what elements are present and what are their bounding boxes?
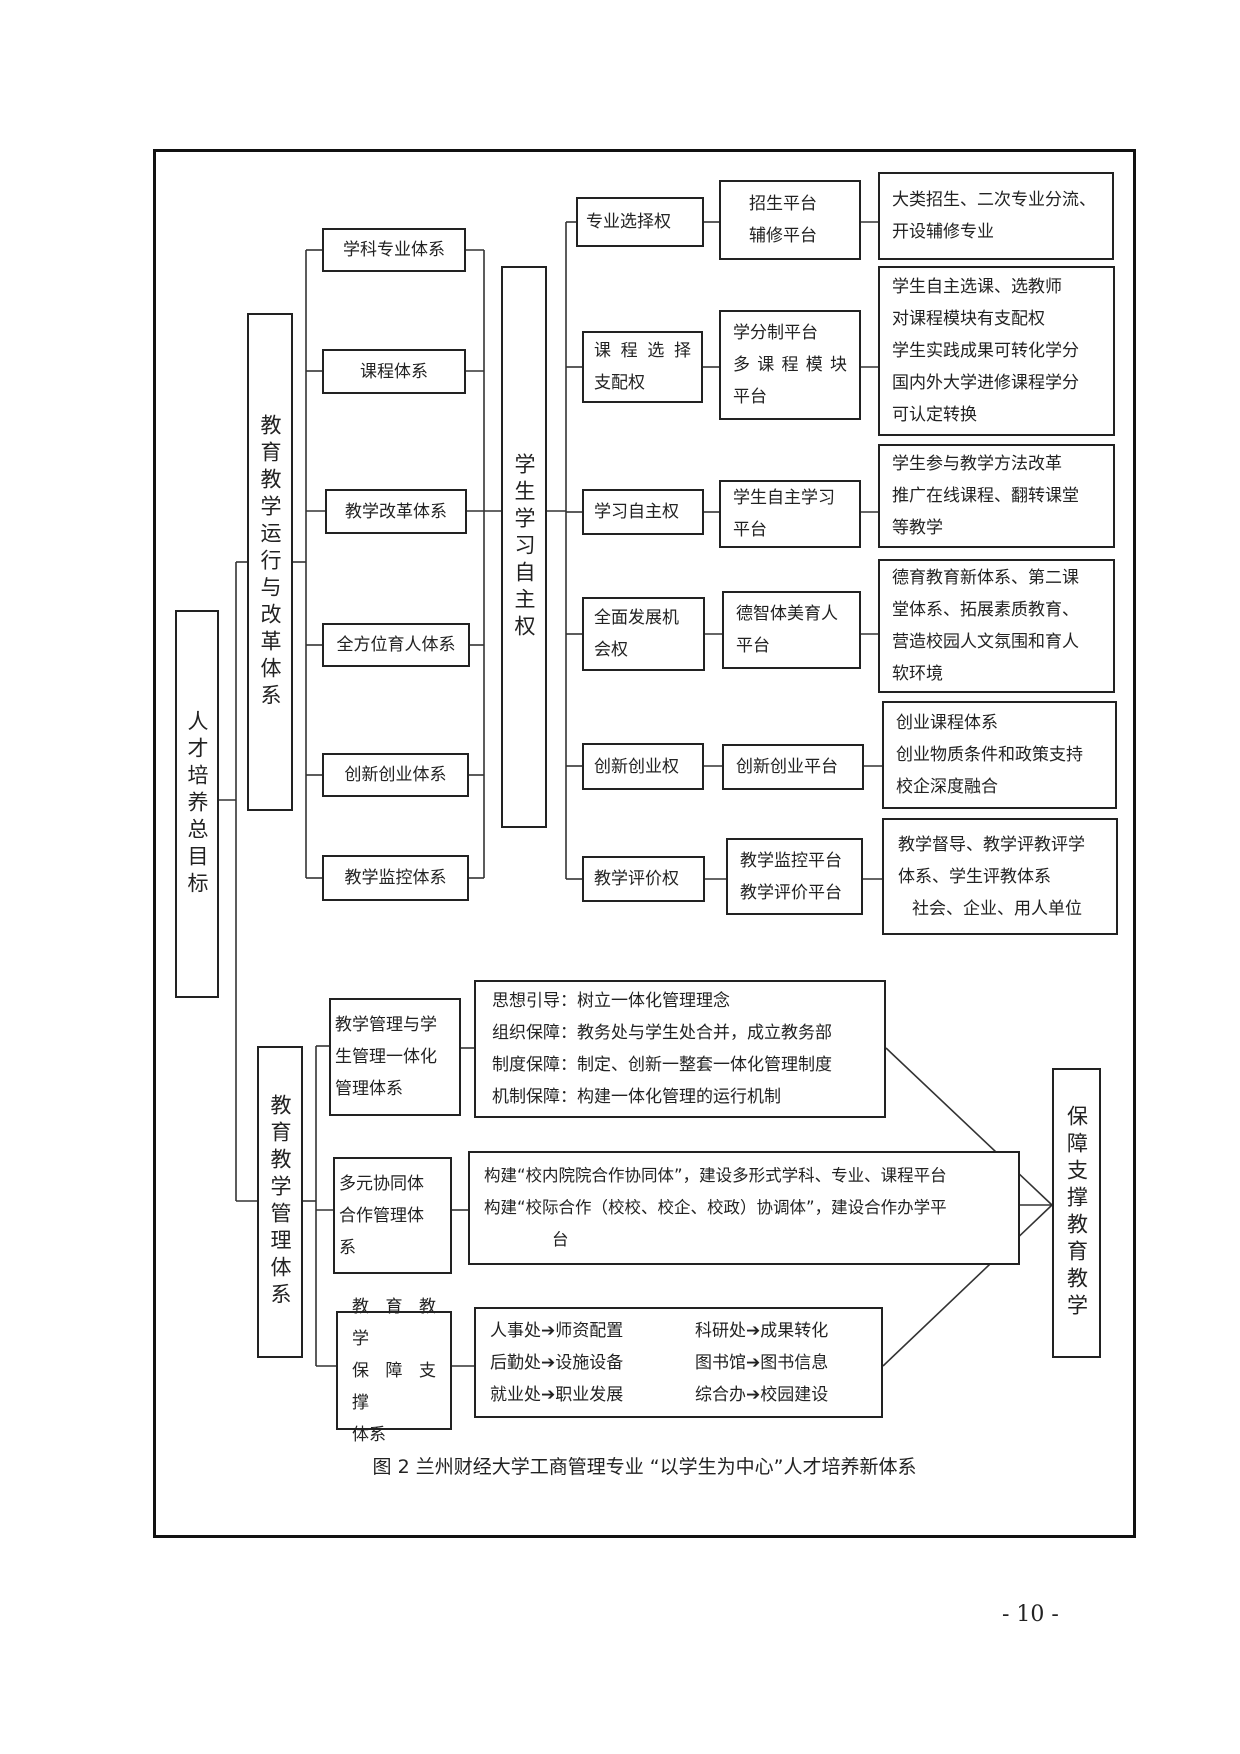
mgmt-content-node: 构建“校内院院合作协同体”，建设多形式学科、专业、课程平台构建“校际合作（校校、…: [468, 1151, 1020, 1265]
mgmt-node: 教 育 教 学保 障 支 撑体系: [336, 1297, 452, 1445]
page-number: - 10 -: [1002, 1602, 1059, 1627]
right-node: 全面发展机会权: [582, 597, 705, 671]
root-node: 人才培养总目标: [175, 610, 219, 998]
arrow-right-icon: ➔: [746, 1320, 761, 1341]
branch-management: 教育教学管理体系: [257, 1046, 303, 1358]
mgmt-node: 多元协同体合作管理体系: [333, 1157, 452, 1274]
arrow-right-icon: ➔: [541, 1352, 556, 1373]
content-node: 学生自主选课、选教师对课程模块有支配权学生实践成果可转化学分国内外大学进修课程学…: [878, 266, 1115, 436]
support-row: 后勤处➔设施设备 图书馆➔图书信息: [490, 1352, 829, 1373]
arrow-right-icon: ➔: [746, 1384, 761, 1405]
right-node: 学习自主权: [582, 489, 704, 535]
center-node: 学生学习自主权: [501, 266, 547, 828]
figure-caption: 图 2 兰州财经大学工商管理专业 “以学生为中心”人才培养新体系: [372, 1456, 917, 1478]
content-node: 学生参与教学方法改革推广在线课程、翻转课堂等教学: [878, 444, 1115, 548]
right-node: 教学评价权: [582, 856, 705, 902]
content-node: 德育教育新体系、第二课堂体系、拓展素质教育、营造校园人文氛围和育人软环境: [878, 559, 1115, 693]
platform-node: 德智体美育人平台: [722, 591, 861, 669]
platform-node: 招生平台辅修平台: [719, 180, 861, 260]
arrow-right-icon: ➔: [541, 1320, 556, 1341]
right-node: 课 程 选 择支配权: [582, 331, 703, 403]
system-node: 课程体系: [322, 349, 466, 394]
mgmt-content-node: 人事处➔师资配置 科研处➔成果转化 后勤处➔设施设备 图书馆➔图书信息 就业处➔…: [474, 1307, 883, 1418]
content-node: 大类招生、二次专业分流、开设辅修专业: [878, 172, 1114, 260]
right-node: 专业选择权: [576, 197, 704, 247]
right-node: 创新创业权: [582, 743, 704, 790]
content-node: 教学督导、教学评教评学体系、学生评教体系社会、企业、用人单位: [882, 818, 1118, 935]
mgmt-content-node: 思想引导：树立一体化管理理念组织保障：教务处与学生处合并，成立教务部制度保障：制…: [474, 980, 886, 1118]
arrow-right-icon: ➔: [746, 1352, 761, 1373]
support-node: 保障支撑教育教学: [1052, 1068, 1101, 1358]
platform-node: 学生自主学习平台: [719, 480, 861, 548]
platform-node: 教学监控平台教学评价平台: [726, 838, 863, 915]
support-row: 就业处➔职业发展 综合办➔校园建设: [490, 1384, 829, 1405]
system-node: 创新创业体系: [322, 753, 469, 797]
system-node: 全方位育人体系: [322, 623, 470, 667]
support-row: 人事处➔师资配置 科研处➔成果转化: [490, 1320, 829, 1341]
platform-node: 学分制平台多 课 程 模 块平台: [719, 310, 861, 420]
mgmt-node: 教学管理与学生管理一体化管理体系: [329, 998, 461, 1116]
platform-node: 创新创业平台: [722, 744, 864, 790]
system-node: 教学监控体系: [322, 855, 469, 901]
system-node: 教学改革体系: [325, 489, 467, 534]
content-node: 创业课程体系创业物质条件和政策支持校企深度融合: [882, 701, 1117, 809]
figure-frame: [153, 149, 1136, 1538]
arrow-right-icon: ➔: [541, 1384, 556, 1405]
system-node: 学科专业体系: [322, 228, 466, 272]
branch-operation-reform: 教育教学运行与改革体系: [247, 313, 293, 811]
